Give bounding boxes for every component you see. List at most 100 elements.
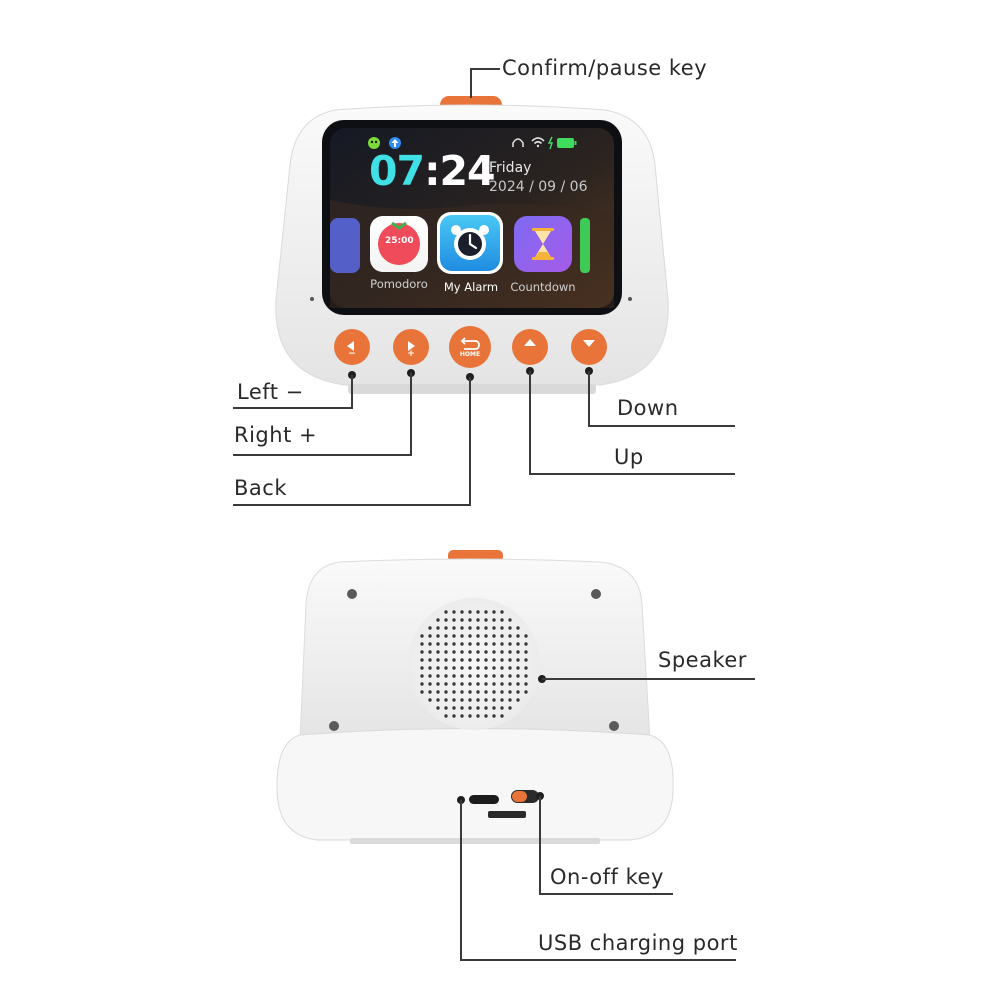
label-confirm-pause-key: Confirm/pause key [502, 56, 708, 80]
speaker-hole [484, 698, 488, 702]
speaker-hole [444, 690, 448, 694]
speaker-hole [476, 610, 480, 614]
speaker-hole [436, 658, 440, 662]
label-usb-charging-port: USB charging port [538, 931, 738, 955]
speaker-hole [444, 698, 448, 702]
robot-icon [368, 137, 380, 149]
speaker-hole [476, 658, 480, 662]
speaker-hole [428, 626, 432, 630]
speaker-hole [524, 658, 528, 662]
speaker-hole [524, 682, 528, 686]
speaker-hole [428, 698, 432, 702]
speaker-hole [516, 626, 520, 630]
app-countdown[interactable] [514, 216, 572, 272]
speaker-hole [468, 666, 472, 670]
speaker-hole [492, 706, 496, 710]
speaker-hole [468, 682, 472, 686]
speaker-hole [516, 634, 520, 638]
speaker-hole [476, 674, 480, 678]
label-up: Up [614, 445, 644, 469]
speaker-hole [500, 666, 504, 670]
speaker-hole [468, 658, 472, 662]
speaker-hole [436, 650, 440, 654]
speaker-hole [476, 714, 480, 718]
speaker-hole [460, 690, 464, 694]
hourglass-icon [532, 228, 554, 260]
pomodoro-timer-text: 25:00 [385, 236, 414, 246]
speaker-hole [524, 650, 528, 654]
speaker-hole [500, 690, 504, 694]
speaker-hole [436, 618, 440, 622]
speaker-hole [436, 690, 440, 694]
speaker-hole [460, 682, 464, 686]
speaker-hole [508, 698, 512, 702]
home-back-button[interactable] [449, 326, 491, 368]
speaker-hole [444, 714, 448, 718]
speaker-hole [508, 642, 512, 646]
speaker-hole [444, 666, 448, 670]
speaker-hole [428, 658, 432, 662]
speaker-hole [500, 658, 504, 662]
speaker-hole [428, 682, 432, 686]
speaker-hole [420, 666, 424, 670]
right-button[interactable] [393, 329, 429, 365]
front-device [275, 96, 669, 394]
speaker-hole [468, 618, 472, 622]
speaker-hole [500, 642, 504, 646]
speaker-hole [508, 658, 512, 662]
speaker-hole [428, 674, 432, 678]
speaker-hole [460, 642, 464, 646]
app-pomodoro[interactable] [370, 216, 428, 272]
speaker-hole [516, 650, 520, 654]
speaker-hole [492, 698, 496, 702]
speaker-hole [484, 650, 488, 654]
speaker-hole [444, 626, 448, 630]
speaker-hole [452, 658, 456, 662]
speaker-hole [436, 634, 440, 638]
clock-separator: : [424, 147, 440, 195]
speaker-hole [460, 658, 464, 662]
app-my-alarm[interactable] [437, 212, 503, 274]
speaker-hole [484, 658, 488, 662]
left-button[interactable] [334, 329, 370, 365]
speaker-hole [460, 674, 464, 678]
up-button[interactable] [512, 329, 548, 365]
speaker-hole [468, 674, 472, 678]
speaker-hole [500, 682, 504, 686]
speaker-hole [492, 610, 496, 614]
speaker-hole [516, 682, 520, 686]
label-right: Right + [234, 423, 318, 447]
speaker-hole [492, 690, 496, 694]
speaker-hole [484, 642, 488, 646]
return-arrow-icon [460, 337, 480, 350]
speaker-hole [508, 690, 512, 694]
speaker-hole [484, 634, 488, 638]
speaker-hole [484, 714, 488, 718]
speaker-hole [476, 682, 480, 686]
speaker-hole [420, 650, 424, 654]
back-device [276, 550, 674, 844]
weekday-text: Friday [489, 160, 532, 176]
speaker-hole [420, 674, 424, 678]
speaker-hole [444, 642, 448, 646]
speaker-hole [484, 682, 488, 686]
speaker-hole [484, 666, 488, 670]
speaker-hole [484, 674, 488, 678]
speaker-hole [516, 690, 520, 694]
speaker-hole [444, 610, 448, 614]
speaker-hole [516, 674, 520, 678]
down-button[interactable] [571, 329, 607, 365]
speaker-hole [420, 634, 424, 638]
label-left: Left − [237, 380, 304, 404]
speaker-hole [468, 626, 472, 630]
speaker-hole [444, 682, 448, 686]
speaker-hole [452, 682, 456, 686]
speaker-hole [524, 666, 528, 670]
front-base [348, 384, 596, 394]
speaker-hole [500, 650, 504, 654]
speaker-hole [476, 706, 480, 710]
speaker-hole [508, 674, 512, 678]
speaker-hole [492, 714, 496, 718]
speaker-hole [468, 706, 472, 710]
speaker-hole [452, 706, 456, 710]
